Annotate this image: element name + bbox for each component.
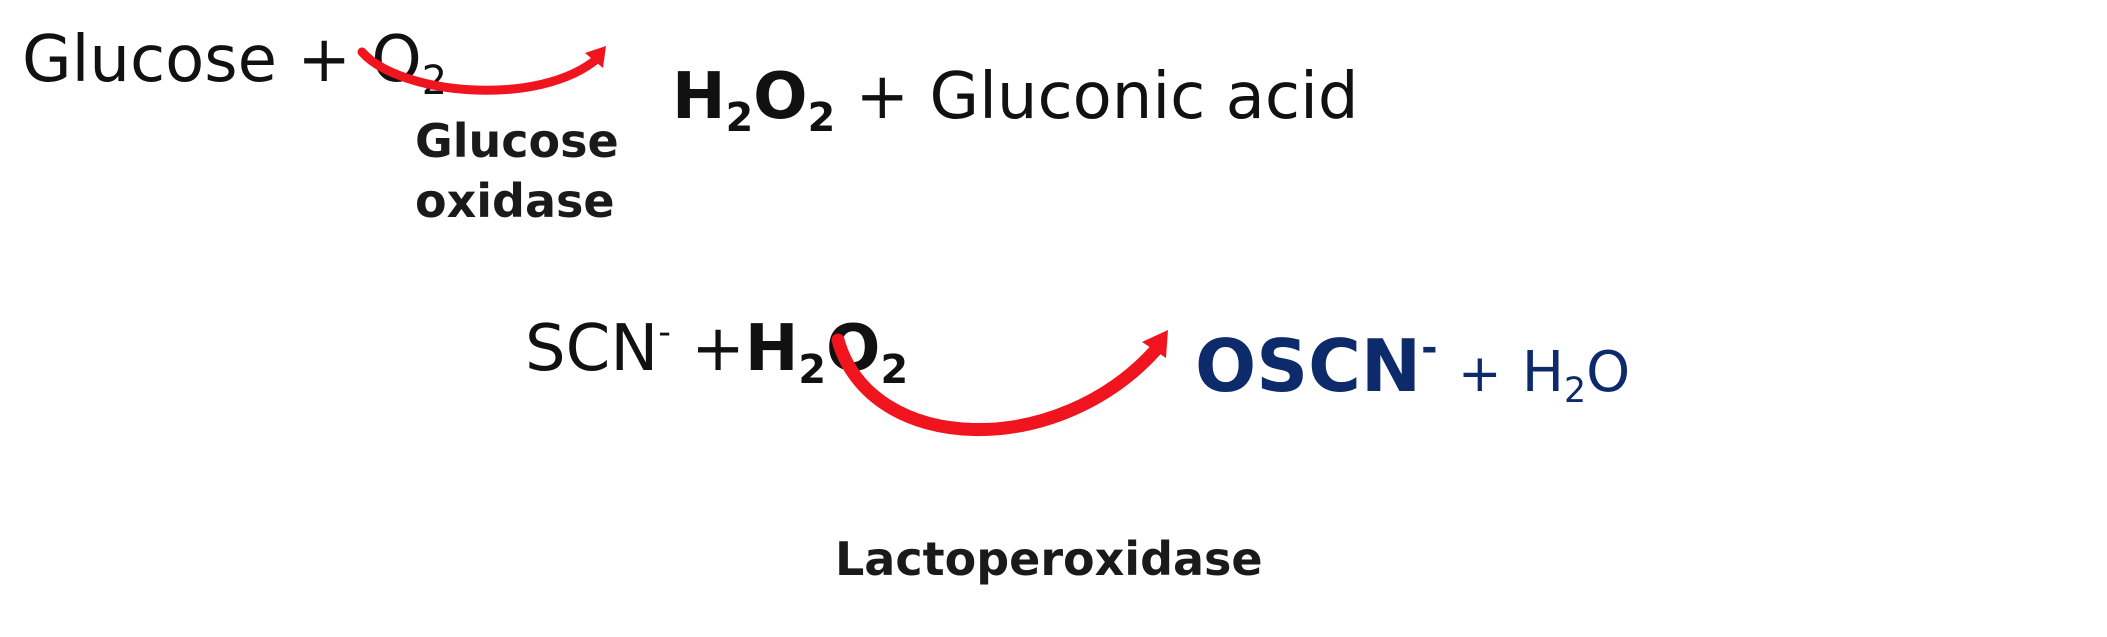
reaction1-enzyme-label: Glucose oxidase — [415, 112, 619, 232]
reaction1-reactants: Glucose + O2 — [22, 28, 447, 101]
reaction2-enzyme-label: Lactoperoxidase — [835, 530, 1263, 590]
reaction2-arrow-curve — [831, 333, 1167, 436]
thiocyanate-formula: SCN- — [525, 311, 671, 386]
reaction2-arrowhead — [1142, 330, 1168, 358]
reaction1-products: H2O2 + Gluconic acid — [672, 65, 1358, 138]
hypothiocyanite-formula: OSCN- — [1195, 324, 1438, 408]
glucose-label: Glucose — [22, 23, 277, 97]
reaction1-arrowhead — [585, 46, 606, 68]
reaction2-products: OSCN- + H2O — [1195, 329, 1631, 412]
plus-sign: + — [297, 23, 351, 97]
plus-sign: + — [691, 312, 745, 386]
glucose-oxidase-line1: Glucose — [415, 114, 619, 168]
hydrogen-peroxide-product: H2O2 — [672, 60, 836, 141]
reaction2-reactants: SCN- +H2O2 — [525, 315, 908, 390]
gluconic-acid-label: Gluconic acid — [929, 60, 1359, 134]
water-formula: H2O — [1521, 340, 1631, 412]
glucose-oxidase-line2: oxidase — [415, 173, 615, 228]
plus-sign: + — [1457, 344, 1502, 404]
lactoperoxidase-label: Lactoperoxidase — [835, 532, 1263, 586]
plus-sign: + — [855, 60, 910, 134]
reaction1-arrow-curve — [357, 47, 603, 95]
